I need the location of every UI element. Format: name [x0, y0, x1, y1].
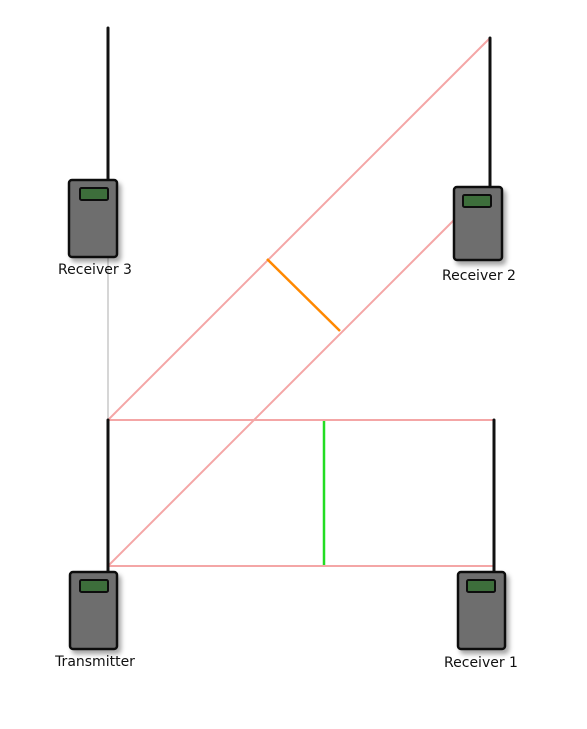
radio-receiver-icon [456, 570, 507, 651]
receiver-1: Receiver 1 [444, 418, 518, 671]
radio-transmitter-icon [68, 570, 119, 651]
transmitter: Transmitter [54, 418, 135, 670]
transmitter-label: Transmitter [54, 654, 135, 670]
radio-receiver-icon [452, 185, 504, 262]
signal-rays [107, 37, 494, 567]
receiver-1-label: Receiver 1 [444, 655, 518, 671]
receiver-3-label: Receiver 3 [58, 262, 132, 278]
receiver-2: Receiver 2 [442, 36, 516, 284]
radio-receiver-icon [67, 178, 119, 259]
wavefront-diagonal-marker [266, 258, 341, 332]
receiver-2-label: Receiver 2 [442, 268, 516, 284]
receiver-3: Receiver 3 [58, 26, 132, 278]
ray-transmitter-to-receiver-2-lower [107, 218, 456, 567]
ray-transmitter-to-receiver-2-upper [107, 37, 491, 421]
